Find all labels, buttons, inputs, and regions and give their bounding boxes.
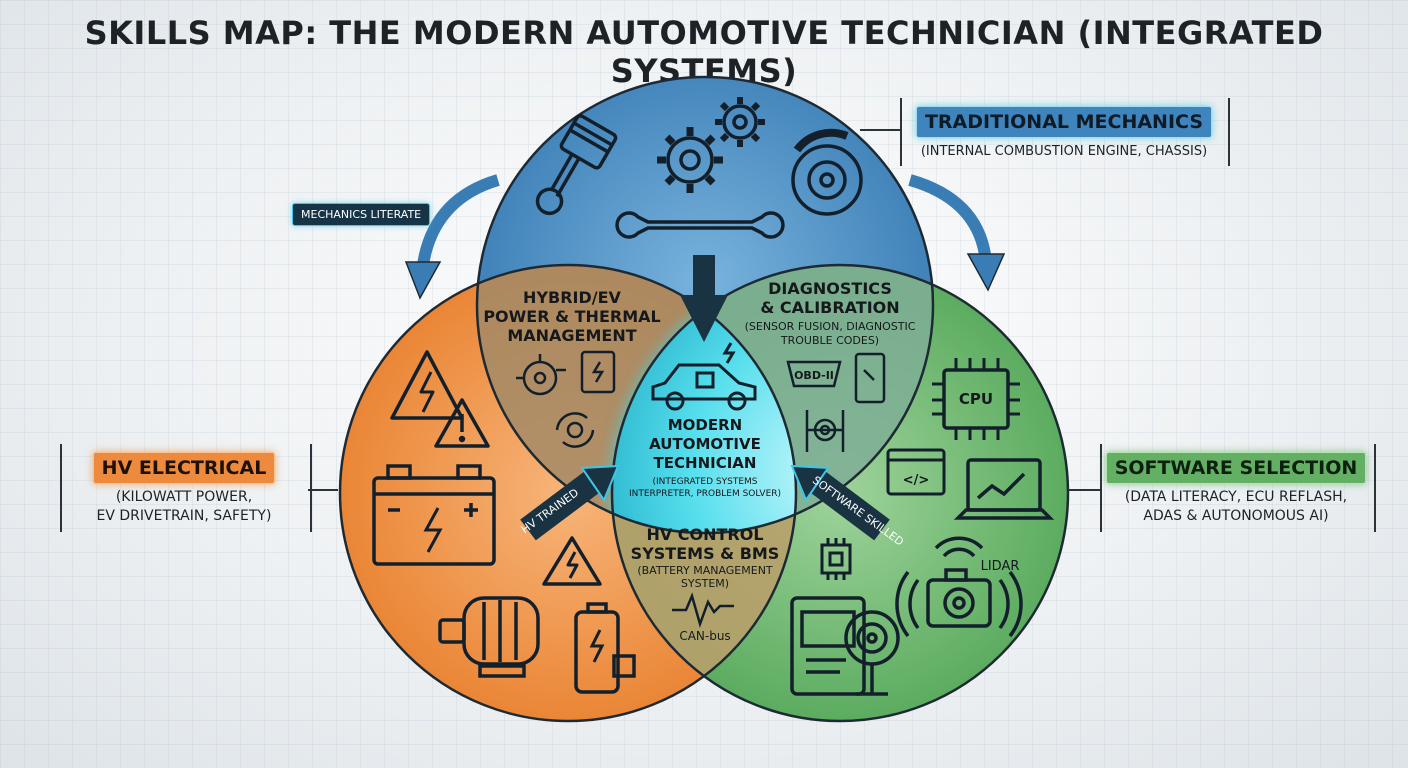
callout-electrical-title: HV ELECTRICAL bbox=[92, 452, 276, 484]
hybrid-label-1: HYBRID/EV bbox=[523, 288, 622, 307]
callout-electrical-desc-1: (KILOWATT POWER, bbox=[115, 489, 253, 505]
wrench-icon bbox=[615, 211, 785, 239]
chip-small-icon bbox=[820, 538, 852, 580]
arrow-mechanics-to-electrical bbox=[416, 174, 500, 273]
lidar-camera-icon bbox=[895, 536, 1023, 638]
laptop-chart-icon bbox=[953, 458, 1055, 520]
bracket-software bbox=[1100, 444, 1376, 532]
obd-connector-icon bbox=[786, 360, 842, 388]
callout-electrical: HV ELECTRICAL (KILOWATT POWER, EV DRIVET… bbox=[66, 452, 302, 526]
page-title: SKILLS MAP: THE MODERN AUTOMOTIVE TECHNI… bbox=[84, 14, 1324, 90]
bracket-electrical bbox=[60, 444, 312, 532]
center-label-2: AUTOMOTIVE bbox=[649, 435, 761, 453]
can-bus-label: CAN-bus bbox=[679, 629, 730, 643]
lidar-label: LIDAR bbox=[981, 559, 1020, 574]
turbo-icon bbox=[516, 354, 566, 396]
arrow-hv-trained bbox=[520, 464, 620, 541]
caution-icon bbox=[434, 398, 490, 448]
center-sub-1: (INTEGRATED SYSTEMS bbox=[653, 477, 758, 487]
battery-chip-icon bbox=[574, 602, 636, 694]
callout-mechanics-desc: (INTERNAL COMBUSTION ENGINE, CHASSIS) bbox=[920, 144, 1208, 159]
hv-control-sub-2: SYSTEM) bbox=[681, 577, 729, 590]
callout-software-title: SOFTWARE SELECTION bbox=[1105, 452, 1367, 484]
callout-mechanics-title: TRADITIONAL MECHANICS bbox=[915, 106, 1213, 138]
bracket-mechanics bbox=[900, 98, 1230, 166]
callout-mechanics: TRADITIONAL MECHANICS (INTERNAL COMBUSTI… bbox=[906, 106, 1222, 161]
electric-motor-icon bbox=[438, 596, 540, 678]
recycle-arrows-icon bbox=[555, 412, 595, 448]
callout-software-desc-1: (DATA LITERACY, ECU REFLASH, bbox=[1124, 489, 1348, 505]
tablet-radar-icon bbox=[790, 596, 900, 696]
center-label-1: MODERN bbox=[668, 416, 742, 434]
cpu-icon bbox=[932, 358, 1020, 440]
hv-warning-small-icon bbox=[542, 536, 602, 586]
arrow-software-skilled bbox=[790, 464, 890, 541]
tablet-wrench-icon bbox=[854, 352, 886, 404]
hv-control-label-2: SYSTEMS & BMS bbox=[631, 544, 780, 563]
brake-disc-icon bbox=[791, 128, 863, 216]
cpu-label: CPU bbox=[959, 390, 993, 408]
diagnostics-label-2: & CALIBRATION bbox=[760, 298, 899, 317]
arrow-down-icon bbox=[680, 255, 728, 342]
tag-mechanics-literate: MECHANICS LITERATE bbox=[292, 203, 431, 226]
diagnostics-sub-2: TROUBLE CODES) bbox=[780, 334, 879, 347]
callout-software: SOFTWARE SELECTION (DATA LITERACY, ECU R… bbox=[1104, 452, 1368, 526]
code-window-icon bbox=[886, 448, 946, 496]
piston-icon bbox=[535, 114, 618, 216]
obd-label: OBD-II bbox=[794, 369, 834, 382]
hv-warning-icon bbox=[390, 350, 464, 420]
code-label: </> bbox=[903, 473, 930, 488]
waveform-icon bbox=[672, 592, 734, 629]
overlap-center bbox=[612, 265, 796, 533]
battery-icon bbox=[372, 464, 496, 566]
center-sub-2: INTERPRETER, PROBLEM SOLVER) bbox=[629, 489, 781, 499]
diagnostics-sub-1: (SENSOR FUSION, DIAGNOSTIC bbox=[745, 320, 916, 333]
car-chip-icon bbox=[651, 342, 757, 411]
calibration-target-icon bbox=[805, 410, 845, 452]
arrow-mechanics-to-software bbox=[908, 174, 992, 263]
diagnostics-label-1: DIAGNOSTICS bbox=[768, 279, 892, 298]
gear-large-icon bbox=[657, 127, 723, 193]
hybrid-label-2: POWER & THERMAL bbox=[483, 307, 660, 326]
inverter-icon bbox=[580, 350, 616, 394]
callout-software-desc-2: ADAS & AUTONOMOUS AI) bbox=[1143, 508, 1329, 524]
gear-small-icon bbox=[715, 97, 765, 147]
hybrid-label-3: MANAGEMENT bbox=[507, 326, 636, 345]
hv-control-sub-1: (BATTERY MANAGEMENT bbox=[637, 564, 773, 577]
callout-electrical-desc-2: EV DRIVETRAIN, SAFETY) bbox=[96, 508, 272, 524]
hv-control-label-1: HV CONTROL bbox=[646, 525, 763, 544]
center-label-3: TECHNICIAN bbox=[654, 454, 757, 472]
